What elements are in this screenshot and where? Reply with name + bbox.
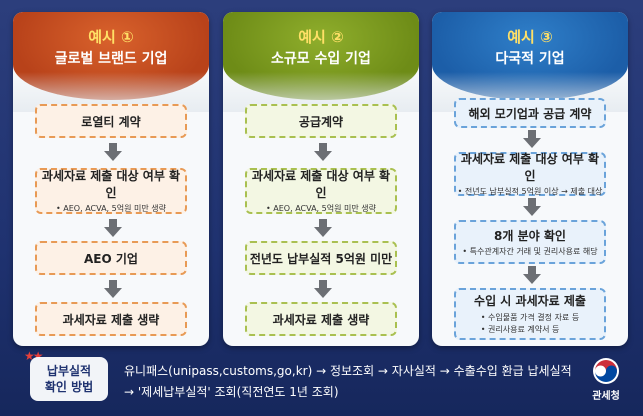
- example-label: 예시 ③: [507, 28, 553, 46]
- step-note: • 권리사용료 계약서 등: [480, 325, 560, 334]
- step-box-2: 과세자료 제출 대상 여부 확인 • AEO, ACVA, 5억원 미만 생략: [245, 168, 397, 214]
- method-badge: 납부실적 확인 방법: [30, 357, 108, 401]
- down-arrow-icon: [523, 130, 541, 148]
- step-title: 과세자료 제출 대상 여부 확인: [251, 169, 391, 201]
- customs-logo: 관세청: [584, 358, 628, 406]
- taegeuk-emblem-icon: [593, 358, 619, 384]
- step-title: 전년도 납부실적 5억원 미만: [249, 251, 393, 266]
- step-title: AEO 기업: [84, 251, 138, 266]
- step-title: 로열티 계약: [81, 114, 141, 129]
- step-note: • 수입물품 가격 결정 자료 등: [480, 313, 580, 323]
- down-arrow-icon: [104, 143, 122, 161]
- step-title: 과세자료 제출 생략: [62, 312, 160, 327]
- logo-text: 관세청: [592, 391, 620, 402]
- step-box-1: 해외 모기업과 공급 계약: [454, 98, 606, 128]
- example-title: 소규모 수입 기업: [271, 51, 371, 67]
- step-box-4: 과세자료 제출 생략: [35, 302, 187, 336]
- method-badge-line1: 납부실적: [46, 363, 92, 378]
- example-title: 글로벌 브랜드 기업: [54, 51, 168, 67]
- step-box-1: 공급계약: [245, 104, 397, 138]
- step-note: • AEO, ACVA, 5억원 미만 생략: [56, 204, 166, 214]
- step-note-list: • 수입물품 가격 결정 자료 등 • 권리사용료 계약서 등: [481, 312, 579, 335]
- step-title: 해외 모기업과 공급 계약: [468, 106, 592, 121]
- example-panel-2: 예시 ② 소규모 수입 기업 공급계약 과세자료 제출 대상 여부 확인 • A…: [223, 12, 419, 346]
- step-title: 8개 분야 확인: [494, 228, 566, 243]
- step-note: • AEO, ACVA, 5억원 미만 생략: [266, 204, 376, 214]
- down-arrow-icon: [314, 143, 332, 161]
- example-label: 예시 ①: [88, 28, 134, 46]
- step-title: 과세자료 제출 생략: [272, 312, 370, 327]
- step-box-3: 8개 분야 확인 • 특수관계자간 거래 및 권리사용료 해당: [454, 220, 606, 264]
- step-box-4: 수입 시 과세자료 제출 • 수입물품 가격 결정 자료 등 • 권리사용료 계…: [454, 288, 606, 340]
- down-arrow-icon: [314, 219, 332, 237]
- down-arrow-icon: [523, 198, 541, 216]
- down-arrow-icon: [314, 280, 332, 298]
- step-box-3: 전년도 납부실적 5억원 미만: [245, 241, 397, 275]
- method-badge-line2: 확인 방법: [44, 380, 94, 394]
- step-title: 공급계약: [298, 114, 344, 129]
- step-title: 과세자료 제출 대상 여부 확인: [460, 152, 600, 184]
- step-box-2: 과세자료 제출 대상 여부 확인 • AEO, ACVA, 5억원 미만 생략: [35, 168, 187, 214]
- step-note: • 특수관계자간 거래 및 권리사용료 해당: [462, 246, 598, 256]
- step-box-3: AEO 기업: [35, 241, 187, 275]
- method-step-line-2: → '제세납부실적' 조회(직전연도 1년 조회): [124, 385, 339, 399]
- example-panel-1: 예시 ① 글로벌 브랜드 기업 로열티 계약 과세자료 제출 대상 여부 확인 …: [13, 12, 209, 346]
- down-arrow-icon: [104, 219, 122, 237]
- step-box-1: 로열티 계약: [35, 104, 187, 138]
- method-step-line-1: 유니패스(unipass,customs,go,kr) → 정보조회 → 자사실…: [124, 364, 572, 378]
- down-arrow-icon: [523, 266, 541, 284]
- example-panel-3: 예시 ③ 다국적 기업 해외 모기업과 공급 계약 과세자료 제출 대상 여부 …: [432, 12, 628, 346]
- step-note: • 전년도 납부실적 5억원 이상 → 제출 대상: [457, 187, 603, 197]
- step-title: 수입 시 과세자료 제출: [474, 294, 586, 309]
- step-box-4: 과세자료 제출 생략: [245, 302, 397, 336]
- example-title: 다국적 기업: [495, 51, 565, 67]
- step-title: 과세자료 제출 대상 여부 확인: [41, 169, 181, 201]
- down-arrow-icon: [104, 280, 122, 298]
- step-box-2: 과세자료 제출 대상 여부 확인 • 전년도 납부실적 5억원 이상 → 제출 …: [454, 152, 606, 196]
- example-label: 예시 ②: [298, 28, 344, 46]
